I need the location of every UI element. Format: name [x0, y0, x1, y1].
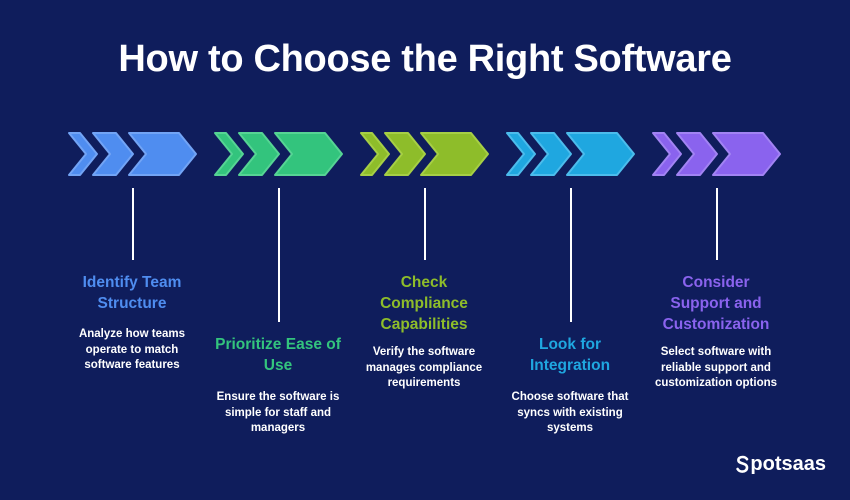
spotsaas-s-icon [736, 455, 749, 473]
spotsaas-logo: potsaas [736, 453, 826, 476]
step-connector-line [132, 188, 134, 260]
step-consider-support-and-customization: Consider Support and Customization Selec… [651, 0, 821, 500]
chevron-arrows-icon [652, 132, 781, 176]
step-connector-line [570, 188, 572, 322]
chevron-arrows-icon [214, 132, 343, 176]
step-prioritize-ease-of-use: Prioritize Ease of Use Ensure the softwa… [213, 0, 383, 500]
step-description: Verify the software manages compliance r… [365, 346, 483, 389]
step-description: Choose software that syncs with existing… [511, 391, 629, 434]
step-connector-line [424, 188, 426, 260]
step-look-for-integration: Look for Integration Choose software tha… [505, 0, 675, 500]
step-connector-line [716, 188, 718, 260]
chevron-arrows-icon [360, 132, 489, 176]
step-heading: Consider Support and Customization [662, 274, 770, 333]
step-description: Select software with reliable support an… [654, 346, 778, 389]
step-check-compliance-capabilities: Check Compliance Capabilities Verify the… [359, 0, 529, 500]
step-description: Analyze how teams operate to match softw… [78, 328, 186, 371]
step-heading: Check Compliance Capabilities [380, 274, 468, 333]
page-title: How to Choose the Right Software [118, 38, 732, 80]
step-heading: Prioritize Ease of Use [215, 336, 341, 374]
step-connector-line [278, 188, 280, 322]
logo-text: potsaas [750, 453, 826, 475]
chevron-arrows-icon [68, 132, 197, 176]
step-heading: Look for Integration [529, 336, 611, 374]
step-identify-team-structure: Identify Team Structure Analyze how team… [67, 0, 237, 500]
step-heading: Identify Team Structure [82, 274, 182, 312]
step-description: Ensure the software is simple for staff … [216, 391, 340, 434]
chevron-arrows-icon [506, 132, 635, 176]
